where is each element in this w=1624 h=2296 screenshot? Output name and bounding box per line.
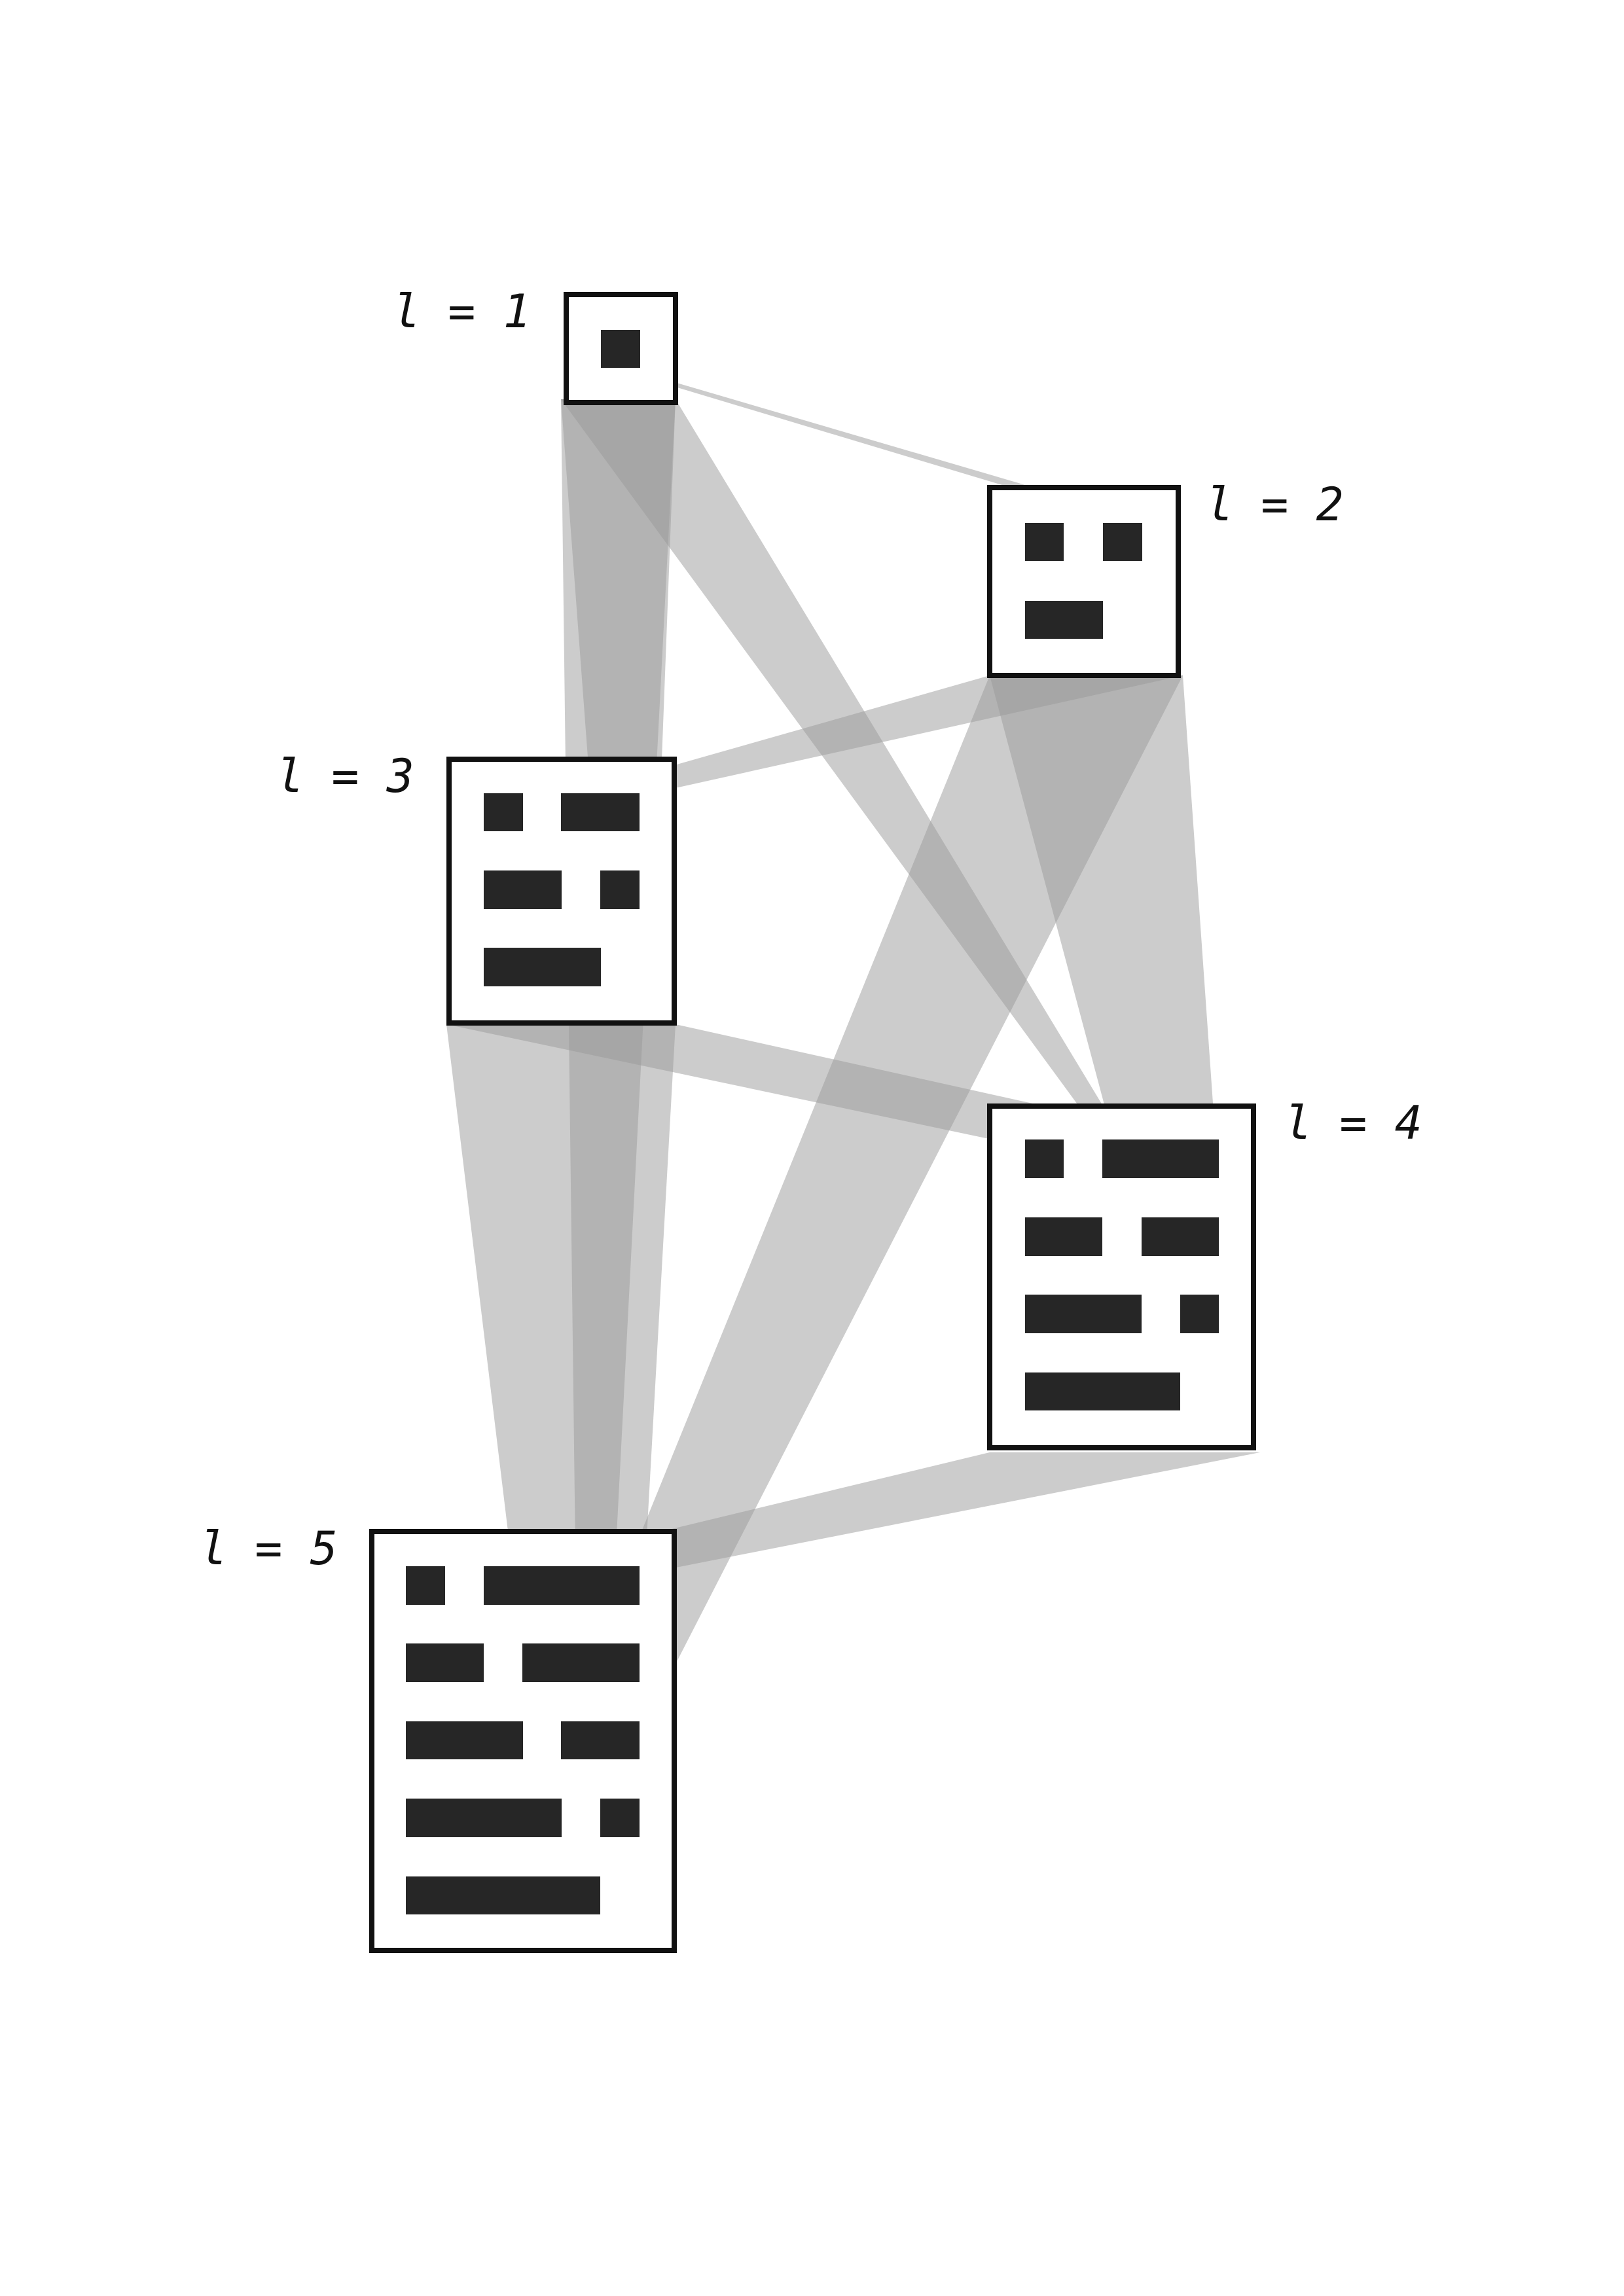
node-l3-bar bbox=[600, 870, 640, 909]
node-l4-bar bbox=[1025, 1217, 1102, 1256]
band-1-2 bbox=[599, 364, 1144, 520]
node-l5-bar bbox=[600, 1799, 640, 1837]
node-l4-bar bbox=[1102, 1139, 1219, 1178]
node-l3-bar bbox=[484, 948, 601, 986]
band-4-5 bbox=[484, 1452, 1260, 1574]
node-l5-bar bbox=[406, 1721, 523, 1759]
node-l5-bar bbox=[522, 1643, 640, 1682]
node-l4-label: l = 4 bbox=[1284, 1096, 1422, 1150]
node-l1-label: l = 1 bbox=[393, 285, 531, 338]
node-l3: l = 3 bbox=[276, 749, 677, 1026]
node-l5: l = 5 bbox=[200, 1522, 677, 1953]
node-l1-bar bbox=[601, 330, 640, 368]
node-l1: l = 1 bbox=[393, 285, 678, 405]
node-l3-bar bbox=[484, 870, 562, 909]
node-l2-bar bbox=[1025, 523, 1064, 561]
node-l4: l = 4 bbox=[987, 1096, 1422, 1450]
node-l2-bar bbox=[1025, 601, 1103, 639]
node-l5-bar bbox=[406, 1799, 562, 1837]
node-l4-bar bbox=[1025, 1295, 1142, 1333]
connection-bands bbox=[446, 364, 1260, 1813]
node-l4-bar bbox=[1180, 1295, 1219, 1333]
node-l5-bar bbox=[406, 1566, 445, 1605]
node-l3-label: l = 3 bbox=[276, 749, 414, 803]
node-l3-bar bbox=[561, 793, 640, 831]
node-l4-bar bbox=[1025, 1372, 1180, 1410]
node-l2-label: l = 2 bbox=[1206, 478, 1344, 531]
node-l3-bar bbox=[484, 793, 523, 831]
node-l5-label: l = 5 bbox=[200, 1522, 338, 1575]
node-l2: l = 2 bbox=[987, 478, 1344, 678]
band-3-5 bbox=[446, 1024, 676, 1607]
band-2-5 bbox=[562, 675, 1183, 1728]
node-l4-bar bbox=[1025, 1139, 1064, 1178]
node-l4-bar bbox=[1142, 1217, 1219, 1256]
node-l2-bar bbox=[1103, 523, 1142, 561]
node-l5-bar bbox=[484, 1566, 640, 1605]
node-l5-bar bbox=[561, 1721, 640, 1759]
node-l5-bar bbox=[406, 1643, 484, 1682]
node-l2-box bbox=[987, 485, 1181, 678]
node-l5-bar bbox=[406, 1876, 600, 1914]
